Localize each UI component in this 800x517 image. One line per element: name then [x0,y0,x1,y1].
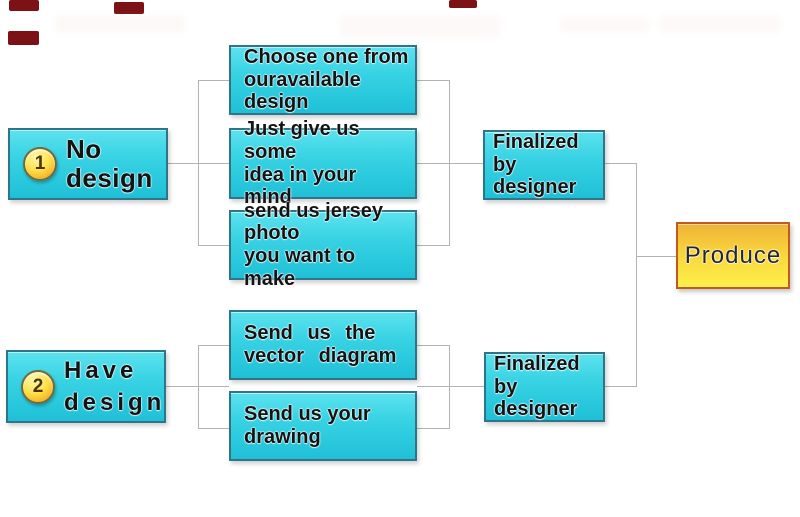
connector-line [198,80,229,81]
node-send-jersey-photo: send us jersey photo you want to make [229,200,417,290]
connector-line [417,345,449,346]
connector-line [605,386,636,387]
connector-line [417,245,449,246]
node-send-vector-diagram: Send us the vector diagram [229,310,417,380]
connector-line [417,428,449,429]
cropped-image-remnant [114,2,144,14]
connector-line [198,345,199,429]
node-label: Finalized by designer [494,353,580,421]
faded-artifact [560,18,650,32]
connector-line [636,163,637,387]
connector-line [636,256,676,257]
node-finalized-by-designer-1: Finalized by designer [483,130,605,200]
node-have-design: 2 Have design [6,350,166,423]
connector-line [198,80,199,246]
faded-artifact [340,15,500,37]
node-no-design: 1 No design [8,128,168,200]
node-give-idea: Just give us some idea in your mind [229,118,417,208]
connector-line [605,163,636,164]
node-label: Have design [64,357,166,416]
connector-line [198,245,229,246]
connector-line [417,163,483,164]
node-label: No design [66,133,153,193]
node-label: Send us the vector diagram [244,322,397,367]
connector-line [417,386,484,387]
node-label: Choose one from ouravailable design [244,46,409,114]
step-1-badge: 1 [23,147,57,181]
node-label: Produce [684,241,782,269]
cropped-image-remnant [8,31,39,45]
cropped-image-remnant [9,0,39,11]
step-2-badge: 2 [21,369,55,404]
faded-artifact [660,15,780,33]
node-send-drawing: Send us your drawing [229,391,417,461]
node-produce: Produce [676,222,790,289]
connector-line [198,345,229,346]
faded-artifact [55,15,185,33]
connector-line [449,345,450,429]
node-label: Send us your drawing [244,403,371,448]
connector-line [417,80,449,81]
cropped-image-remnant [449,0,477,8]
node-label: send us jersey photo you want to make [244,199,383,290]
node-label: Finalized by designer [493,131,579,199]
connector-line [166,386,229,387]
node-choose-available-design: Choose one from ouravailable design [229,45,417,115]
node-finalized-by-designer-2: Finalized by designer [484,352,605,422]
node-label: Just give us some idea in your mind [244,118,360,209]
connector-line [198,428,229,429]
